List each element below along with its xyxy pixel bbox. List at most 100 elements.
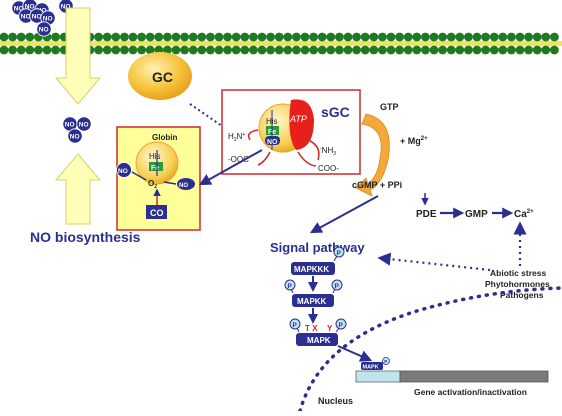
no-transport-arrows <box>54 7 102 225</box>
lipid-head-outer <box>223 32 233 42</box>
lipid-head-inner <box>550 45 559 55</box>
lipid-head-inner <box>171 45 181 55</box>
lipid-head-outer <box>188 32 198 42</box>
lipid-head-outer <box>550 32 559 42</box>
no-molecule-mid-2-bubble <box>67 128 83 144</box>
lipid-head-outer <box>438 32 447 42</box>
lipid-head-outer <box>532 32 542 42</box>
sgc-to-globin-arrow <box>198 149 263 186</box>
mapkk-phospho-left: P <box>284 279 296 294</box>
lipid-head-inner <box>343 45 353 55</box>
lipid-head-inner <box>128 45 138 55</box>
cell-membrane <box>0 32 562 55</box>
mapk-on-dna-label: MAPK <box>363 365 379 371</box>
stress-labels: Abiotic stress Phytohormones Pathogens <box>485 268 550 300</box>
lipid-head-inner <box>455 45 465 55</box>
phospho-p-label: P <box>288 283 293 290</box>
lipid-head-inner <box>515 45 525 55</box>
lipid-head-inner <box>360 45 370 55</box>
sgc-no: NO <box>267 139 278 146</box>
no-molecule-7-bubble <box>36 21 52 37</box>
stress-phytohormones: Phytohormones <box>485 279 550 289</box>
stress-pathogens: Pathogens <box>500 290 544 300</box>
sgc-chain-bottom-right <box>297 151 317 167</box>
gc-sgc-dotted-link <box>189 103 223 127</box>
lipid-head-inner <box>507 45 516 55</box>
sgc-atp: ATP <box>289 114 307 124</box>
lipid-head-inner <box>0 45 9 55</box>
phospho-p-label: P <box>293 322 298 329</box>
lipid-head-inner <box>421 45 430 55</box>
lipid-head-inner <box>34 45 43 55</box>
lipid-head-outer <box>507 32 516 42</box>
globin-fe: Fe <box>151 165 159 172</box>
lipid-head-inner <box>429 45 439 55</box>
lipid-head-outer <box>214 32 224 42</box>
up-arrow <box>54 153 102 225</box>
down-arrow <box>54 7 102 105</box>
lipid-head-outer <box>197 32 207 42</box>
gene-activation-label: Gene activation/inactivation <box>414 387 527 397</box>
lipid-head-inner <box>498 45 508 55</box>
globin-no: NO <box>118 168 128 175</box>
no-molecule-1-label: NO <box>25 4 35 11</box>
lipid-head-outer <box>369 32 379 42</box>
lipid-head-inner <box>464 45 473 55</box>
lipid-head-inner <box>188 45 198 55</box>
sgc-chain-left <box>247 129 259 141</box>
mapkkk-box <box>291 262 335 275</box>
lipid-head-outer <box>16 32 26 42</box>
sgc-title: sGC <box>321 104 350 120</box>
no-molecule-mid-0-label: NO <box>65 122 75 129</box>
lipid-head-inner <box>524 45 533 55</box>
lipid-head-outer <box>102 32 112 42</box>
lipid-head-inner <box>438 45 447 55</box>
lipid-head-outer <box>283 32 293 42</box>
globin-co: CO <box>150 208 164 218</box>
mapk-label: MAPK <box>307 336 331 345</box>
lipid-head-inner <box>335 45 344 55</box>
mapkk-label: MAPKK <box>297 297 327 306</box>
stress-abiotic: Abiotic stress <box>490 268 546 278</box>
phospho-p-circle <box>289 318 301 330</box>
globin-no-link <box>131 171 147 181</box>
lipid-head-inner <box>42 45 52 55</box>
membrane-core <box>0 41 562 46</box>
lipid-head-inner <box>446 45 456 55</box>
lipid-head-outer <box>206 32 215 42</box>
lipid-head-outer <box>51 32 60 42</box>
lipid-head-outer <box>94 32 103 42</box>
lipid-head-inner <box>94 45 103 55</box>
lipid-head-inner <box>266 45 275 55</box>
globin-no2: NO <box>179 183 188 189</box>
gene-coding-region <box>399 370 549 383</box>
lipid-head-outer <box>300 32 310 42</box>
phospho-p-circle <box>331 279 343 291</box>
no-molecule-3-label: NO <box>21 14 31 21</box>
gmp-label: GMP <box>465 209 488 220</box>
lipid-head-inner <box>102 45 112 55</box>
sgc-nh3: -NH3 <box>320 146 336 157</box>
lipid-head-inner <box>214 45 224 55</box>
mapk-phospho-right: P <box>335 318 347 333</box>
lipid-head-outer <box>8 32 17 42</box>
lipid-head-outer <box>395 32 404 42</box>
gtp-curved-arrow <box>355 113 390 197</box>
phospho-p-circle <box>284 279 296 291</box>
lipid-head-inner <box>292 45 301 55</box>
lipid-head-outer <box>317 32 327 42</box>
lipid-head-outer <box>386 32 396 42</box>
sgc-chain-bottom-left <box>257 151 271 166</box>
globin-o2: O2 <box>148 179 157 190</box>
lipid-head-inner <box>223 45 233 55</box>
mg-label: + Mg2+ <box>400 136 428 146</box>
cgmp-to-signal-arrow <box>309 195 379 234</box>
gc-label: GC <box>152 69 173 85</box>
mapk-y-label: Y <box>327 324 333 333</box>
no-molecule-5-label: NO <box>43 16 53 23</box>
sgc-h3n: H3N+ <box>228 132 245 143</box>
lipid-head-outer <box>489 32 499 42</box>
lipid-head-outer <box>25 32 35 42</box>
